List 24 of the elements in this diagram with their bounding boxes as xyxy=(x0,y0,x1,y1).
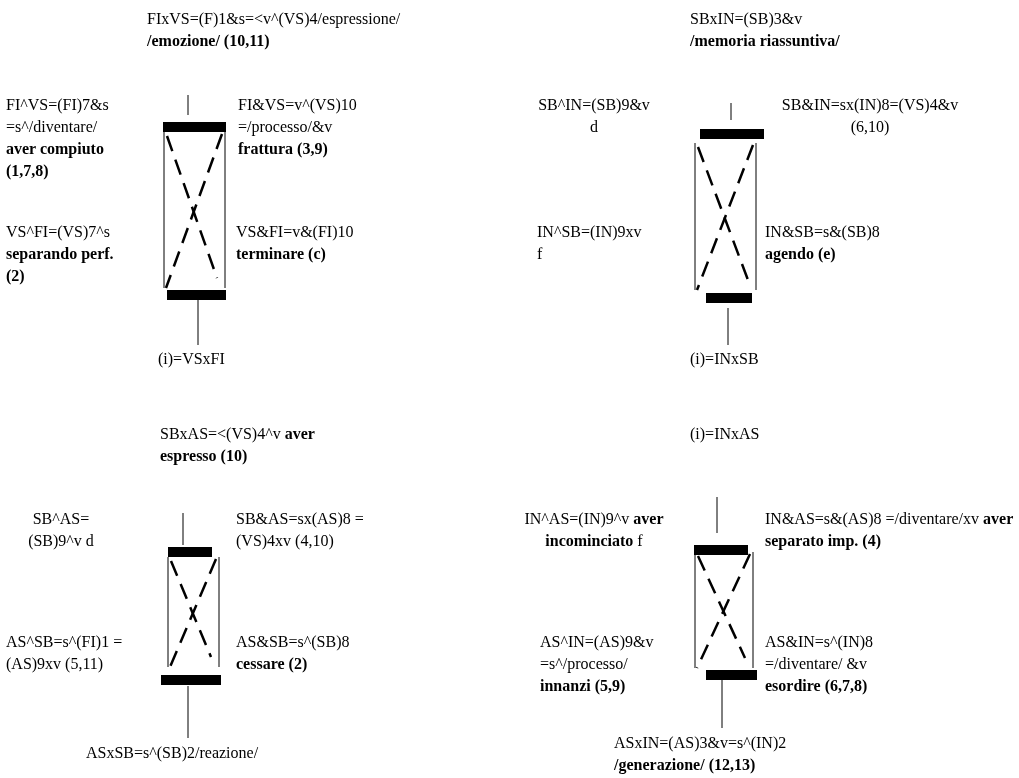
formula-text: (i)=INxAS xyxy=(690,424,761,445)
formula-text: IN&SB=s&(SB)8 agendo (e) xyxy=(765,222,881,265)
formula-text: FIxVS=(F)1&s=<v^(VS)4/espressione/ /emozione/ (10,11) xyxy=(147,9,402,52)
formula-text: FI^VS=(FI)7&s =s^/diventare/ aver compiuto (1,7,8) xyxy=(6,95,110,182)
formula-text: AS^SB=s^(FI)1 =(AS)9xv (5,11) xyxy=(6,632,124,675)
formula-text: ASxSB=s^(SB)2/reazione/ xyxy=(86,743,260,764)
formula-text: AS&SB=s^(SB)8 cessare (2) xyxy=(236,632,351,675)
formula-text: IN&AS=s&(AS)8 =/diventare/xv aver separato imp. (4) xyxy=(765,509,1014,552)
formula-text: IN^SB=(IN)9xv f xyxy=(537,222,643,264)
formula-text: SBxIN=(SB)3&v /memoria riassuntiva/ xyxy=(690,9,841,51)
formula-text: VS&FI=v&(FI)10 terminare (c) xyxy=(236,222,355,265)
formula-text: (i)=INxSB xyxy=(690,349,760,370)
formula-text: (i)=VSxFI xyxy=(158,349,226,370)
formula-text: IN^AS=(IN)9^v aver incominciato f xyxy=(523,509,665,551)
formula-text: AS&IN=s^(IN)8 =/diventare/ &v esordire (6,7,8) xyxy=(765,632,875,697)
formula-text: FI&VS=v^(VS)10 =/processo/&v frattura (3,9) xyxy=(238,95,358,160)
formula-text: SB^IN=(SB)9&v d xyxy=(538,95,650,137)
formula-text: AS^IN=(AS)9&v =s^/processo/ innanzi (5,9) xyxy=(540,632,655,697)
formula-text: ASxIN=(AS)3&v=s^(IN)2 /generazione/ (12,13) xyxy=(614,733,788,776)
formula-text: SBxAS=<(VS)4^v aver espresso (10) xyxy=(160,424,316,467)
formula-text: VS^FI=(VS)7^s separando perf. (2) xyxy=(6,222,115,287)
formula-text: SB^AS=(SB)9^v d xyxy=(27,509,95,552)
formula-text: SB&IN=sx(IN)8=(VS)4&v (6,10) xyxy=(780,95,960,138)
formula-text: SB&AS=sx(AS)8 = (VS)4xv (4,10) xyxy=(236,509,365,552)
